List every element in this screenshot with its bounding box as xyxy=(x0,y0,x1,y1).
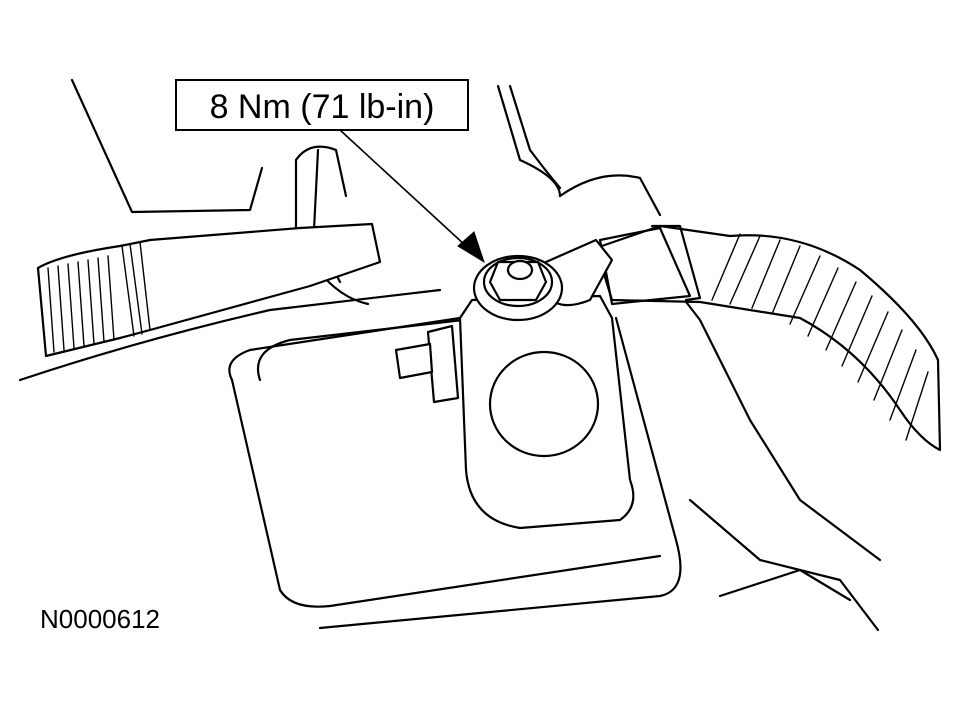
right-cable xyxy=(594,224,942,452)
battery-case xyxy=(228,253,882,632)
left-cable xyxy=(36,222,382,358)
torque-callout: 8 Nm (71 lb-in) xyxy=(175,79,485,264)
callout-arrowhead xyxy=(457,231,485,264)
terminal-bolt xyxy=(472,238,614,322)
torque-spec-label: 8 Nm (71 lb-in) xyxy=(210,88,435,126)
battery-terminal-clamp xyxy=(394,294,635,530)
figure-id: N0000612 xyxy=(40,604,160,634)
